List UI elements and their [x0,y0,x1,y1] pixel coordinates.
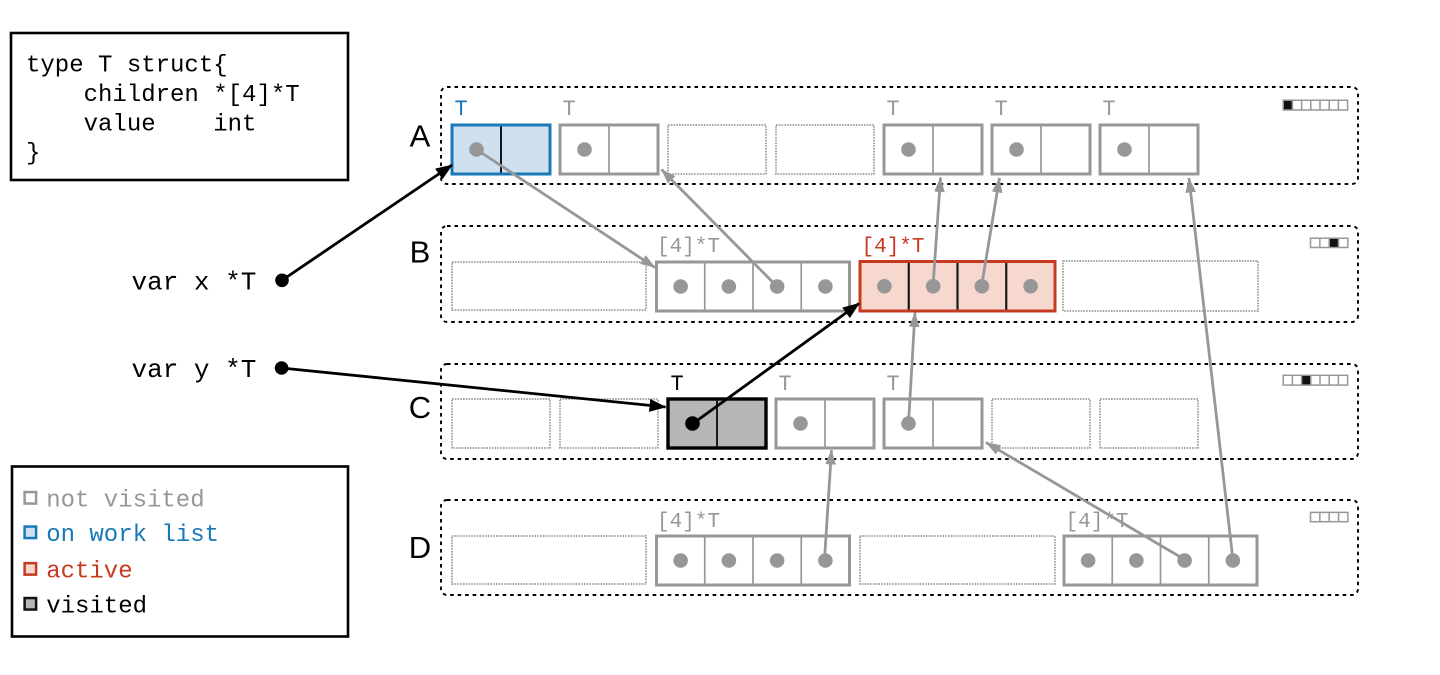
svg-text:T: T [995,97,1008,122]
svg-text:active: active [46,559,132,586]
svg-text:T: T [779,372,792,397]
svg-text:[4]*T: [4]*T [657,511,720,534]
svg-text:var y *T: var y *T [132,355,257,385]
svg-text:var x *T: var x *T [132,268,257,298]
svg-text:C: C [409,390,431,425]
svg-text:type T struct{: type T struct{ [26,53,228,80]
svg-text:on work list: on work list [46,522,219,549]
svg-text:D: D [409,530,431,565]
svg-text:T: T [887,372,900,397]
svg-text:visited: visited [46,593,147,620]
svg-text:T: T [563,97,576,122]
svg-text:T: T [671,372,684,397]
svg-text:[4]*T: [4]*T [862,236,925,259]
svg-text:value int: value int [26,112,256,139]
svg-text:T: T [887,97,900,122]
svg-text:}: } [26,141,40,168]
svg-text:[4]*T: [4]*T [657,236,720,259]
svg-text:T: T [455,97,468,122]
svg-text:T: T [1103,97,1116,122]
svg-text:not visited: not visited [46,487,204,514]
svg-text:B: B [410,235,431,270]
svg-text:A: A [410,119,431,154]
svg-text:children *[4]*T: children *[4]*T [26,82,300,109]
